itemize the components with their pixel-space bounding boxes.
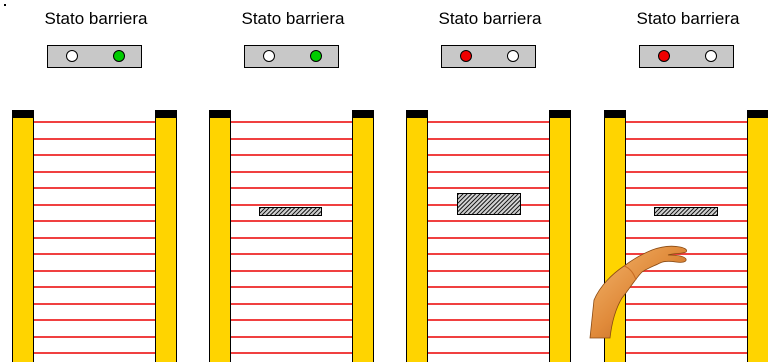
status-indicator-box	[441, 45, 536, 68]
light-beam	[626, 253, 747, 255]
light-beam	[34, 286, 155, 288]
light-beam	[34, 204, 155, 206]
light-beam	[231, 237, 352, 239]
led-right	[705, 50, 717, 62]
light-beam	[34, 154, 155, 156]
barrier-panel-3: Stato barriera	[406, 0, 596, 362]
light-beam	[231, 121, 352, 123]
barrier-panel-1: Stato barriera	[12, 0, 202, 362]
light-beam	[34, 171, 155, 173]
status-title: Stato barriera	[44, 9, 148, 28]
light-beam	[34, 253, 155, 255]
light-beam	[231, 286, 352, 288]
light-beam	[34, 121, 155, 123]
light-beam	[428, 319, 549, 321]
light-beam	[34, 352, 155, 354]
light-beam	[231, 171, 352, 173]
light-beam	[231, 270, 352, 272]
status-indicator-box	[639, 45, 734, 68]
left-post	[12, 110, 34, 362]
obstacle-large	[457, 193, 521, 215]
light-beam	[34, 138, 155, 140]
light-beam	[626, 319, 747, 321]
light-beam	[626, 121, 747, 123]
light-beam	[626, 336, 747, 338]
hand-icon	[589, 245, 688, 339]
obstacle-small	[654, 207, 718, 216]
status-title: Stato barriera	[438, 9, 542, 28]
light-beam	[428, 187, 549, 189]
corner-dot	[4, 4, 6, 6]
led-right	[113, 50, 125, 62]
led-left	[263, 50, 275, 62]
light-beam	[231, 204, 352, 206]
right-post	[747, 110, 768, 362]
light-beam	[231, 319, 352, 321]
hand-shape	[589, 245, 688, 339]
light-beam	[231, 303, 352, 305]
light-beam	[626, 286, 747, 288]
light-beam	[626, 270, 747, 272]
light-beam	[231, 220, 352, 222]
light-beam	[428, 303, 549, 305]
right-post	[155, 110, 177, 362]
light-beam	[626, 187, 747, 189]
light-beam	[626, 138, 747, 140]
led-right	[507, 50, 519, 62]
status-indicator-box	[47, 45, 142, 68]
light-beam	[428, 336, 549, 338]
light-beam	[428, 121, 549, 123]
light-beam	[231, 253, 352, 255]
light-beam	[626, 154, 747, 156]
left-post	[209, 110, 231, 362]
led-left	[658, 50, 670, 62]
led-left	[66, 50, 78, 62]
left-post	[406, 110, 428, 362]
light-beam	[34, 319, 155, 321]
status-indicator-box	[244, 45, 339, 68]
light-beam	[231, 154, 352, 156]
light-beam	[34, 303, 155, 305]
hand-crease	[623, 265, 637, 281]
light-beam	[34, 237, 155, 239]
light-beam	[428, 253, 549, 255]
light-beam	[626, 303, 747, 305]
light-beam	[428, 237, 549, 239]
light-beam	[626, 352, 747, 354]
light-beam	[231, 187, 352, 189]
right-post	[549, 110, 571, 362]
light-beam	[34, 336, 155, 338]
light-beam	[428, 352, 549, 354]
light-beam	[231, 336, 352, 338]
light-beam	[34, 270, 155, 272]
barrier-panel-2: Stato barriera	[209, 0, 399, 362]
light-beam	[626, 237, 747, 239]
light-beam	[428, 154, 549, 156]
right-post	[352, 110, 374, 362]
status-title: Stato barriera	[241, 9, 345, 28]
light-beam	[231, 352, 352, 354]
status-title: Stato barriera	[636, 9, 740, 28]
light-beam	[34, 187, 155, 189]
light-beam	[428, 220, 549, 222]
light-beam	[428, 270, 549, 272]
light-beam	[428, 138, 549, 140]
barrier-panel-4: Stato barriera	[589, 0, 768, 362]
led-right	[310, 50, 322, 62]
led-left	[460, 50, 472, 62]
light-beam	[428, 171, 549, 173]
light-beam	[626, 220, 747, 222]
light-beam	[626, 171, 747, 173]
light-beam	[626, 204, 747, 206]
light-beam	[34, 220, 155, 222]
light-beam	[428, 286, 549, 288]
obstacle-small	[259, 207, 322, 216]
light-beam	[231, 138, 352, 140]
